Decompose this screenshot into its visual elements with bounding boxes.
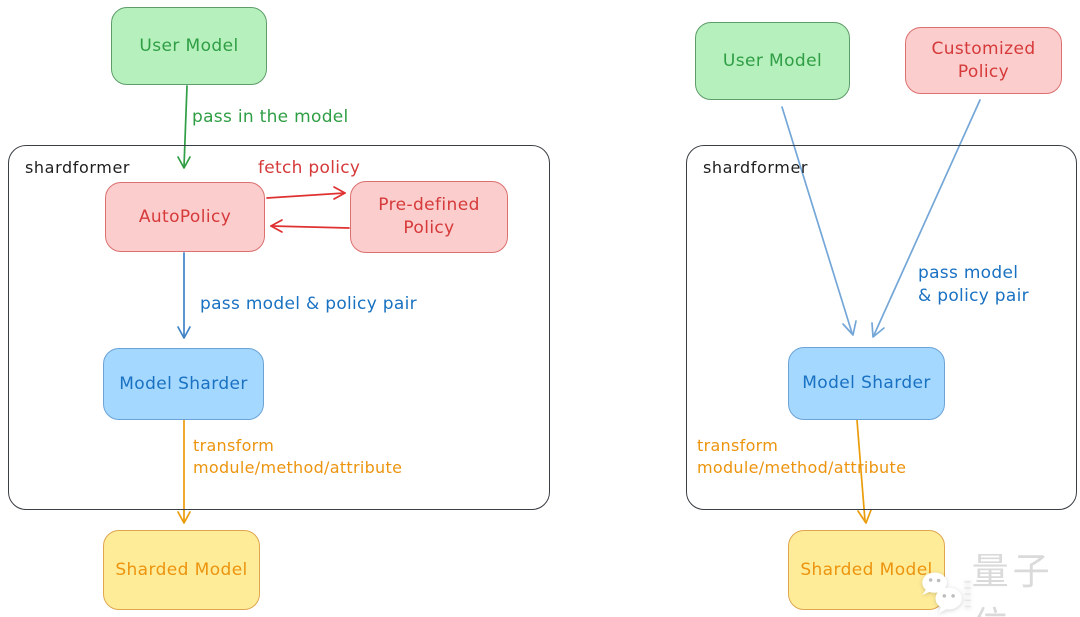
- left-shardformer-container: shardformer: [8, 145, 550, 510]
- right-pass-pair-label: pass model & policy pair: [918, 263, 1029, 306]
- left-sharded-model-box: Sharded Model: [103, 530, 260, 610]
- watermark-text: 量子位: [971, 550, 1054, 617]
- left-model-sharder-box: Model Sharder: [103, 348, 264, 420]
- right-model-sharder-label: Model Sharder: [802, 373, 931, 394]
- left-user-model-label: User Model: [139, 35, 239, 56]
- right-user-model-box: User Model: [695, 22, 850, 100]
- arrowhead-transform-left: [177, 511, 191, 524]
- arrowhead-transform-right: [857, 509, 872, 524]
- watermark: 量子位: [917, 541, 1080, 617]
- left-predefined-policy-label: Pre-defined Policy: [378, 195, 480, 238]
- left-autopolicy-box: AutoPolicy: [105, 182, 265, 252]
- right-shardformer-container: shardformer: [686, 145, 1077, 510]
- right-model-sharder-box: Model Sharder: [788, 347, 945, 420]
- right-user-model-label: User Model: [722, 50, 823, 71]
- right-shardformer-label: shardformer: [703, 158, 809, 177]
- left-transform-label: transform module/method/attribute: [193, 436, 403, 477]
- left-shardformer-label: shardformer: [25, 158, 131, 177]
- left-pass-in-model-label: pass in the model: [192, 107, 349, 127]
- left-predefined-policy-box: Pre-defined Policy: [350, 181, 508, 253]
- left-model-sharder-label: Model Sharder: [119, 373, 248, 394]
- right-sharded-model-box: Sharded Model: [788, 530, 945, 610]
- qbitai-chat-bubbles-icon: [922, 572, 971, 614]
- right-transform-label: transform module/method/attribute: [697, 436, 907, 477]
- left-pass-pair-label: pass model & policy pair: [200, 294, 417, 314]
- left-fetch-policy-label: fetch policy: [258, 158, 361, 178]
- right-sharded-model-label: Sharded Model: [800, 559, 933, 580]
- right-customized-policy-label: Customized Policy: [931, 38, 1036, 82]
- right-customized-policy-box: Customized Policy: [905, 27, 1062, 94]
- left-sharded-model-label: Sharded Model: [115, 559, 248, 580]
- left-user-model-box: User Model: [111, 7, 267, 85]
- left-autopolicy-label: AutoPolicy: [138, 206, 232, 227]
